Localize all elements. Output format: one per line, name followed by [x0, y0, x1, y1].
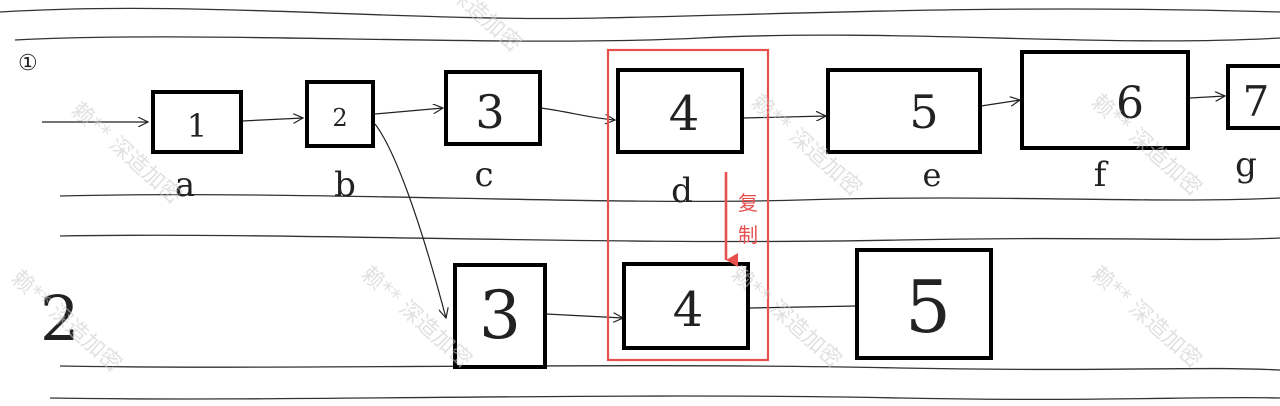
row1-sublabels: a b c d e f g	[175, 145, 1257, 211]
row1-marker: ①	[18, 51, 38, 76]
row2-labels: 3 4 5	[479, 265, 951, 354]
node-7-label: 7	[1243, 77, 1270, 126]
background-lines	[0, 7, 1280, 401]
edge-3-4	[540, 107, 615, 120]
node-1-label: 1	[187, 107, 207, 145]
node-3-box[interactable]	[444, 70, 542, 146]
node-4-box[interactable]	[616, 68, 744, 154]
edge-2-3b	[374, 123, 446, 318]
copy-label-line2: 制	[738, 223, 758, 247]
watermark-2: 赖** 深造加密	[406, 0, 526, 57]
edge-4-5	[742, 116, 826, 118]
edge-3b-4b	[545, 314, 623, 318]
node-2-label: 2	[332, 104, 347, 132]
lower-wavy-line	[59, 234, 1280, 243]
edge-6-7	[1189, 96, 1225, 98]
middle-wavy-line	[59, 193, 1280, 203]
base-wavy-line	[49, 395, 1280, 401]
node-3-sublabel: c	[474, 155, 493, 195]
node-3-label: 3	[475, 85, 504, 139]
upper-wavy-line	[14, 34, 1280, 42]
top-wavy-line	[0, 7, 1280, 20]
node-5b-box[interactable]	[855, 248, 993, 360]
node-5-box[interactable]	[826, 68, 982, 154]
node-6-label: 6	[1116, 78, 1144, 129]
edge-2-3	[374, 108, 443, 115]
edge-5-6	[980, 100, 1020, 107]
node-7-sublabel: g	[1235, 145, 1257, 185]
node-4-label: 4	[669, 86, 700, 142]
node-6-sublabel: f	[1094, 155, 1109, 195]
bottom-wavy-line	[59, 365, 1280, 371]
node-6-box[interactable]	[1020, 50, 1190, 150]
node-4b-box[interactable]	[622, 262, 750, 350]
node-7-box[interactable]	[1226, 64, 1280, 130]
node-4b-label: 4	[673, 282, 704, 338]
node-2-sublabel: b	[334, 165, 356, 205]
edge-1-2	[241, 118, 303, 121]
node-3b-label: 3	[479, 277, 521, 354]
watermark-8: 赖** 深造加密	[1086, 262, 1206, 374]
node-1-box[interactable]	[151, 90, 243, 154]
node-5-label: 5	[909, 85, 938, 139]
node-3b-box[interactable]	[453, 263, 547, 369]
row1-boxes	[151, 50, 1280, 154]
copy-highlight-frame	[606, 48, 770, 362]
copy-label-line1: 复	[738, 191, 758, 215]
node-4-sublabel: d	[671, 171, 693, 211]
row2-marker: 2	[40, 282, 79, 355]
node-5b-label: 5	[905, 265, 951, 349]
row1-labels: 1 2 3 4 5 6 7	[187, 77, 1270, 145]
node-2-box[interactable]	[305, 80, 375, 148]
row2-boxes	[453, 248, 993, 369]
node-5-sublabel: e	[923, 156, 942, 194]
node-1-sublabel: a	[175, 165, 195, 205]
